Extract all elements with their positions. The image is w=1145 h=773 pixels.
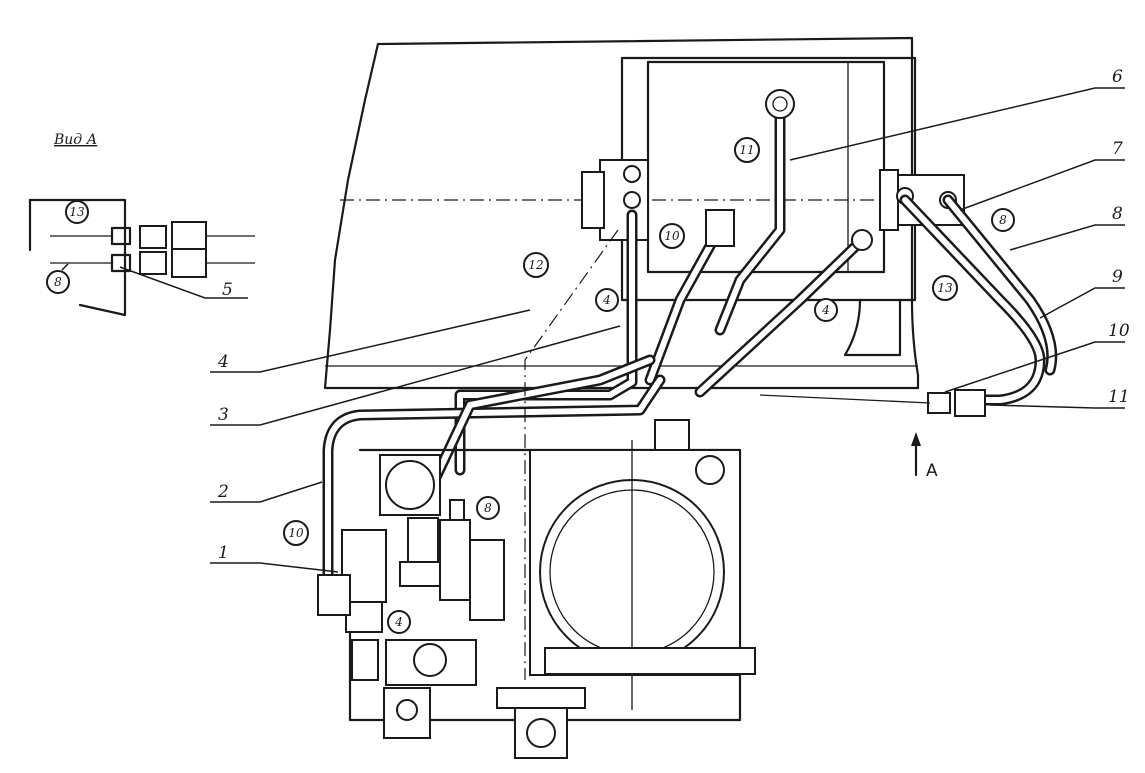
mark-8b: 8 [484, 501, 492, 515]
inset-view-a: Вид А 13 8 5 [28, 132, 255, 317]
mark-13: 13 [937, 281, 953, 295]
mark-8: 8 [999, 213, 1007, 227]
callouts: 6 7 8 9 10 11 4 3 2 1 [210, 67, 1130, 573]
right-flange-block [879, 169, 965, 231]
callout-10: 10 [1108, 321, 1130, 341]
callout-5: 5 [222, 280, 233, 300]
inset-mark-13: 13 [69, 205, 85, 219]
mark-4b: 4 [821, 303, 830, 317]
pipework [322, 104, 1058, 680]
callout-3: 3 [218, 405, 229, 425]
callout-11: 11 [1108, 387, 1130, 407]
mark-10b: 10 [288, 526, 304, 540]
mark-4a: 4 [602, 293, 611, 307]
left-flange-block [581, 159, 649, 241]
callout-1: 1 [218, 543, 229, 563]
callout-6: 6 [1112, 67, 1123, 87]
mark-12: 12 [528, 258, 543, 272]
circled-marks: 11 10 12 4 4 8 13 10 8 4 [283, 137, 1015, 634]
callout-8: 8 [1112, 204, 1123, 224]
mark-11: 11 [739, 143, 754, 157]
view-arrow-a: A [911, 432, 938, 481]
inset-view-title: Вид А [53, 132, 97, 148]
callout-9: 9 [1112, 267, 1123, 287]
callout-2: 2 [217, 482, 229, 502]
callout-7: 7 [1112, 139, 1123, 159]
callout-4: 4 [217, 352, 229, 372]
view-arrow-label: A [926, 461, 938, 481]
pump-unit [317, 419, 756, 759]
inset-mark-8: 8 [54, 275, 62, 289]
mark-10: 10 [664, 229, 680, 243]
tank-fitting [705, 89, 873, 251]
mark-4c: 4 [394, 615, 403, 629]
